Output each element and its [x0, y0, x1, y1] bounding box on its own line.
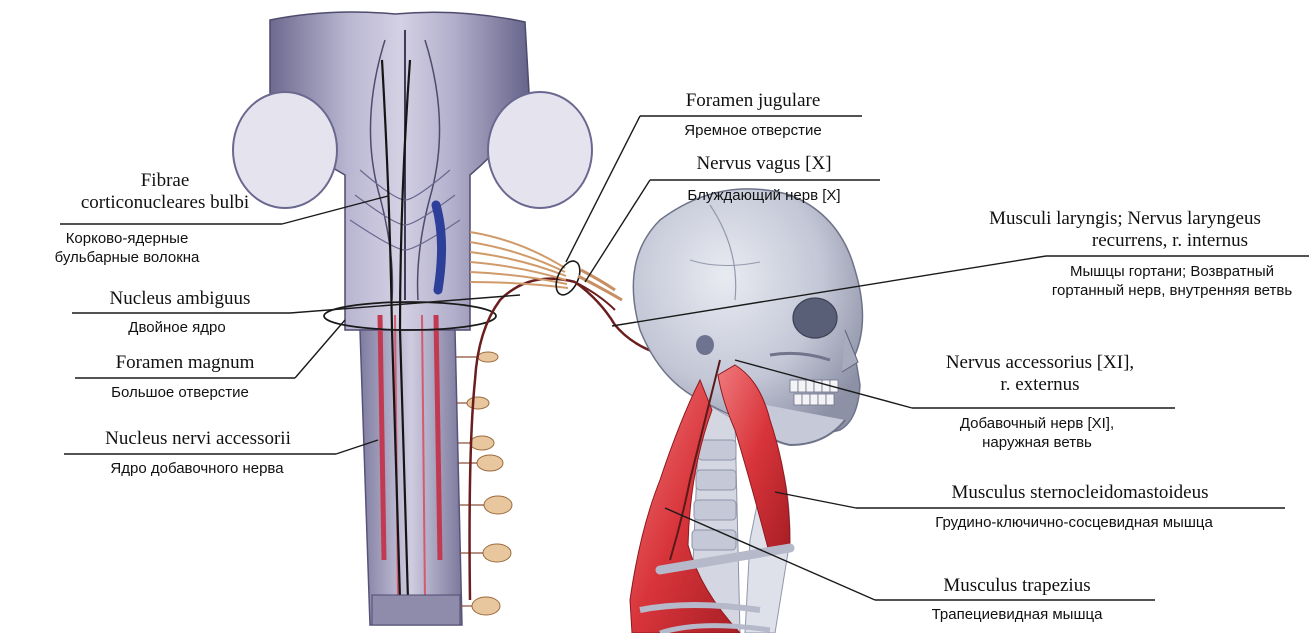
- foramen-magnum-latin: Foramen magnum: [116, 352, 255, 374]
- vagus-russian: Блуждающий нерв [X]: [687, 186, 840, 205]
- laryngis-latin: Musculi laryngis; Nervus laryngeus recur…: [989, 208, 1261, 252]
- accessorius-russian-line2: наружная ветвь: [960, 433, 1114, 452]
- fibrae-latin-line2: corticonucleares bulbi: [81, 192, 249, 214]
- fibrae-latin-line1: Fibrae: [81, 170, 249, 192]
- scm-latin: Musculus sternocleidomastoideus: [952, 482, 1209, 504]
- jugulare-russian: Яремное отверстие: [684, 121, 821, 140]
- accessorius-latin-line1: Nervus accessorius [XI],: [946, 352, 1134, 374]
- laryngis-latin-line2: recurrens, r. internus: [1079, 230, 1261, 252]
- fibrae-russian-line2: бульбарные волокна: [55, 248, 200, 267]
- accessorii-russian: Ядро добавочного нерва: [110, 459, 283, 478]
- jugulare-latin: Foramen jugulare: [686, 90, 821, 112]
- scm-russian: Грудино-ключично-сосцевидная мышца: [935, 513, 1213, 532]
- accessorii-latin: Nucleus nervi accessorii: [105, 428, 291, 450]
- fibrae-latin: Fibrae corticonucleares bulbi: [81, 170, 249, 214]
- accessorius-latin: Nervus accessorius [XI], r. externus: [946, 352, 1134, 396]
- vagus-latin: Nervus vagus [X]: [696, 153, 831, 175]
- foramen-magnum-russian: Большое отверстие: [111, 383, 249, 402]
- fibrae-russian: Корково-ядерные бульбарные волокна: [55, 229, 200, 267]
- orbit: [793, 298, 837, 338]
- ambiguus-russian: Двойное ядро: [128, 318, 225, 337]
- fibrae-russian-line1: Корково-ядерные: [55, 229, 200, 248]
- right-peduncle-cap: [488, 92, 592, 208]
- trapezius-russian: Трапециевидная мышца: [932, 605, 1103, 624]
- laryngis-latin-line1: Musculi laryngis; Nervus laryngeus: [989, 208, 1261, 230]
- brainstem: [233, 12, 592, 625]
- ambiguus-latin: Nucleus ambiguus: [110, 288, 251, 310]
- laryngis-russian-line2: гортанный нерв, внутренняя ветвь: [1052, 281, 1292, 300]
- laryngis-russian-line1: Мышцы гортани; Возвратный: [1052, 262, 1292, 281]
- accessorius-latin-line2: r. externus: [946, 374, 1134, 396]
- trapezius-latin: Musculus trapezius: [943, 575, 1090, 597]
- accessorius-russian-line1: Добавочный нерв [XI],: [960, 414, 1114, 433]
- spinal-cord: [360, 330, 462, 625]
- accessorius-russian: Добавочный нерв [XI], наружная ветвь: [960, 414, 1114, 452]
- laryngis-russian: Мышцы гортани; Возвратный гортанный нерв…: [1052, 262, 1292, 300]
